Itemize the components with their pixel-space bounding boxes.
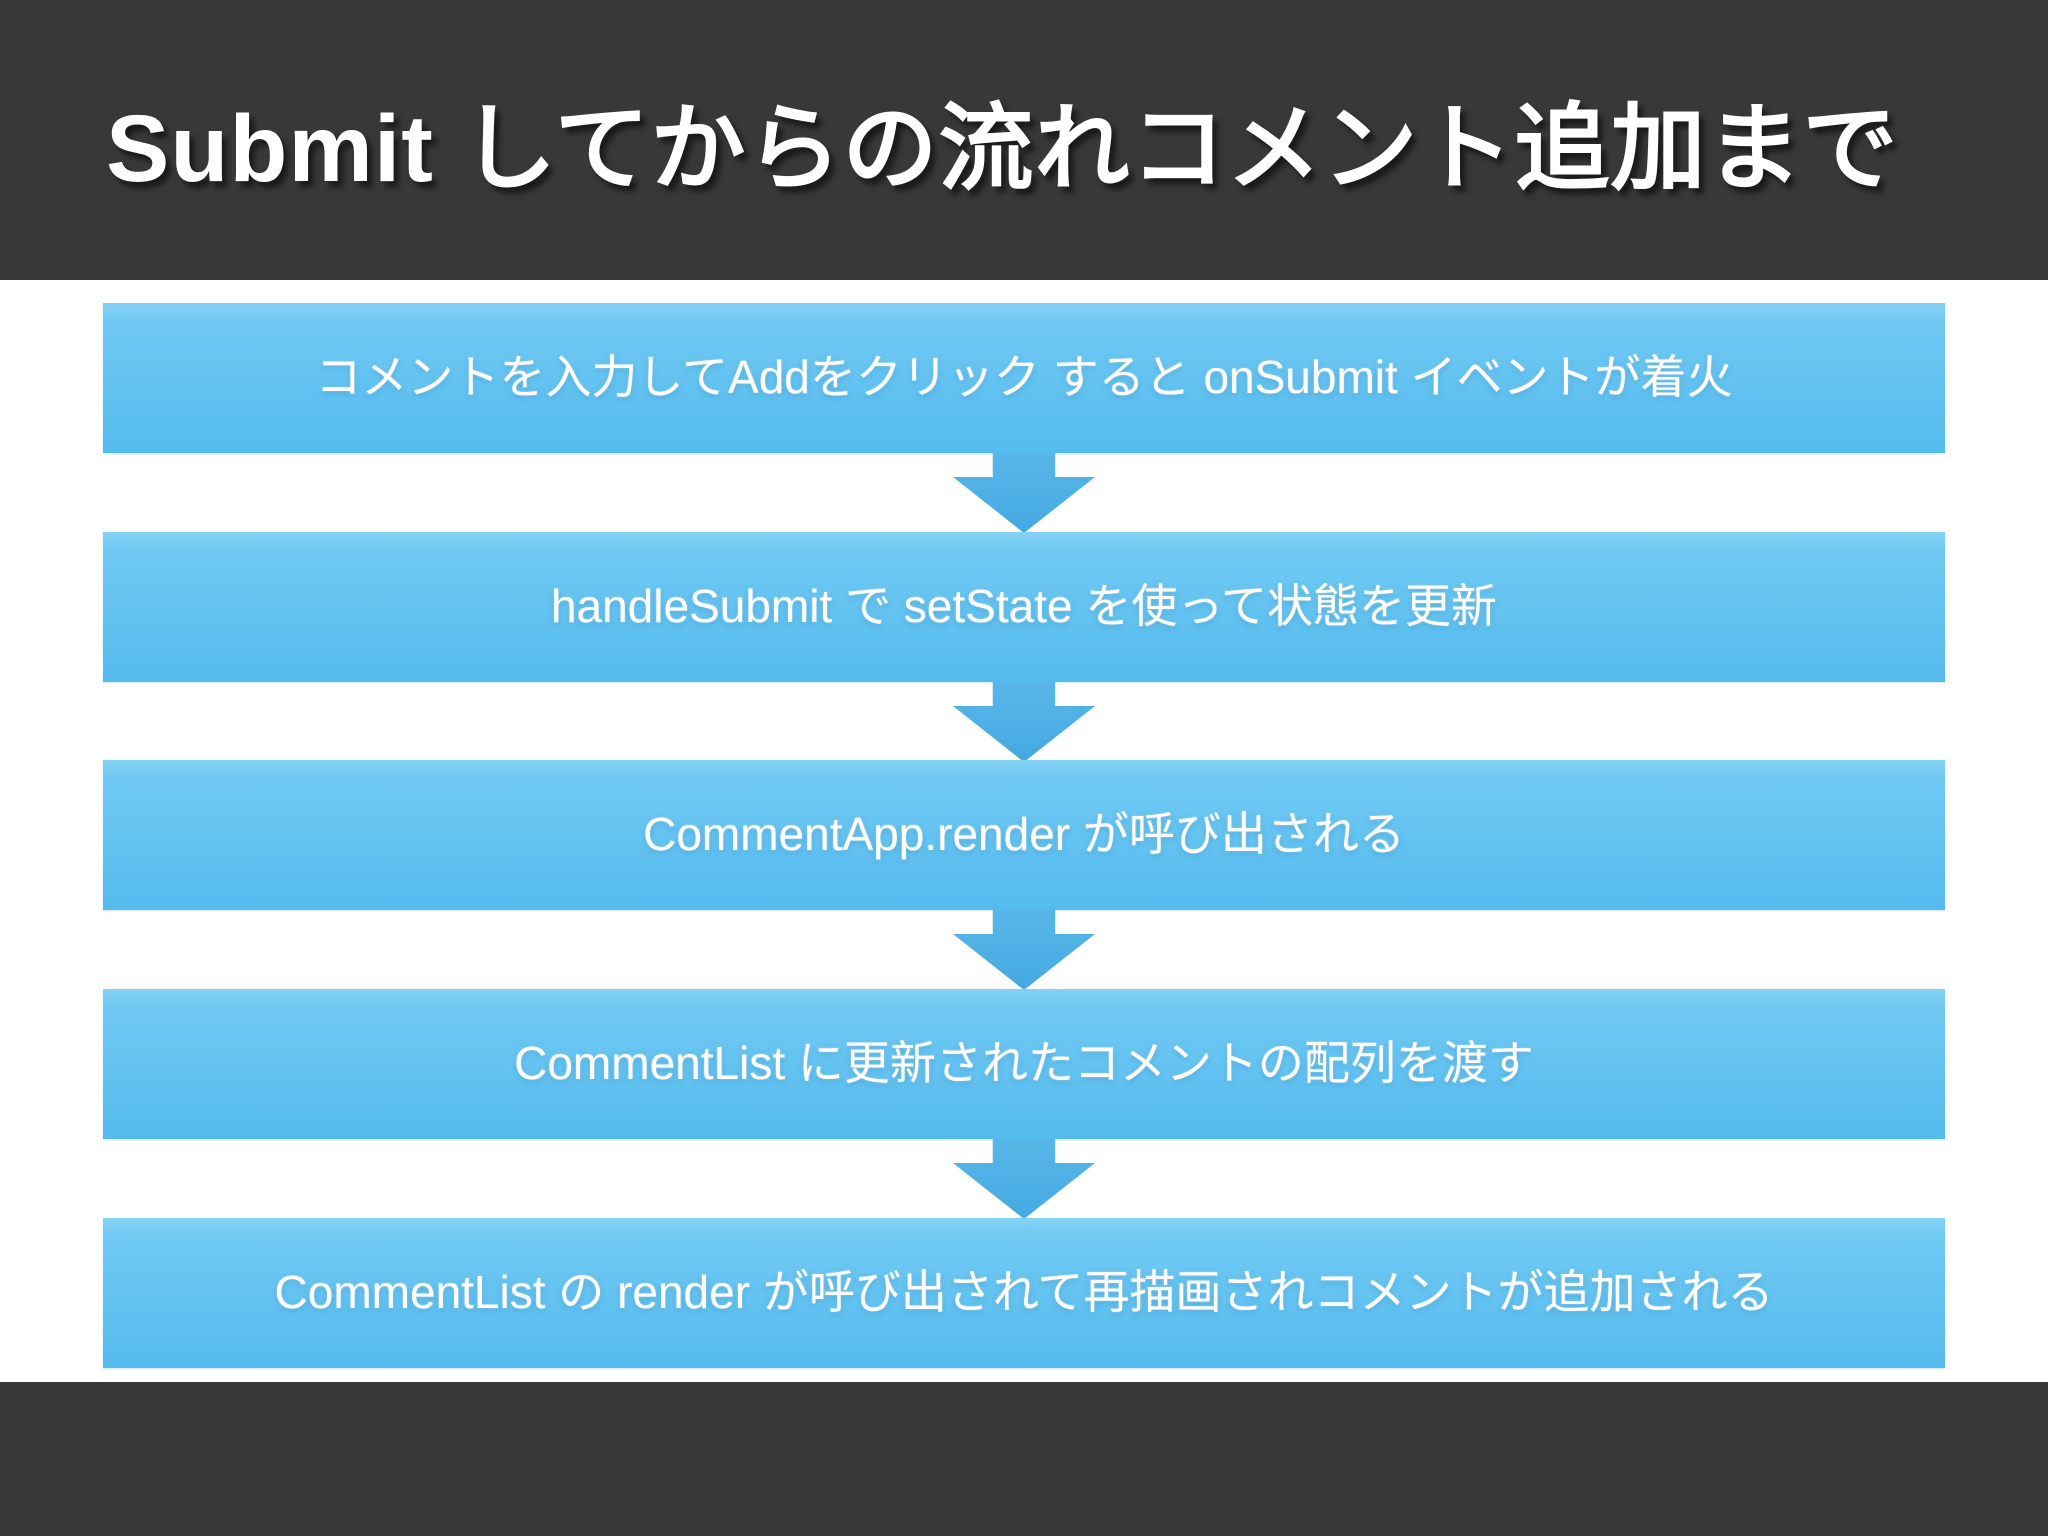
title-bar: Submit してからの流れコメント追加まで xyxy=(0,0,2048,280)
flow-step-1: コメントを入力してAddをクリック すると onSubmit イベントが着火 xyxy=(103,303,1945,453)
down-arrow-icon xyxy=(953,1139,1095,1219)
flow-step-4-label: CommentList に更新されたコメントの配列を渡す xyxy=(514,1037,1534,1090)
flow-step-5-label: CommentList の render が呼び出されて再描画されコメントが追加… xyxy=(274,1266,1774,1319)
down-arrow-icon xyxy=(953,910,1095,990)
flow-step-3: CommentApp.render が呼び出される xyxy=(103,760,1945,910)
flow-step-2-label: handleSubmit で setState を使って状態を更新 xyxy=(550,580,1498,633)
footer-bar xyxy=(0,1382,2048,1536)
flow-step-1-label: コメントを入力してAddをクリック すると onSubmit イベントが着火 xyxy=(315,351,1733,404)
down-arrow-icon xyxy=(953,682,1095,762)
flow-step-3-label: CommentApp.render が呼び出される xyxy=(643,808,1405,861)
flow-step-4: CommentList に更新されたコメントの配列を渡す xyxy=(103,989,1945,1139)
flow-step-5: CommentList の render が呼び出されて再描画されコメントが追加… xyxy=(103,1218,1945,1368)
flow-step-2: handleSubmit で setState を使って状態を更新 xyxy=(103,532,1945,682)
page-title: Submit してからの流れコメント追加まで xyxy=(106,95,1899,202)
down-arrow-icon xyxy=(953,453,1095,533)
